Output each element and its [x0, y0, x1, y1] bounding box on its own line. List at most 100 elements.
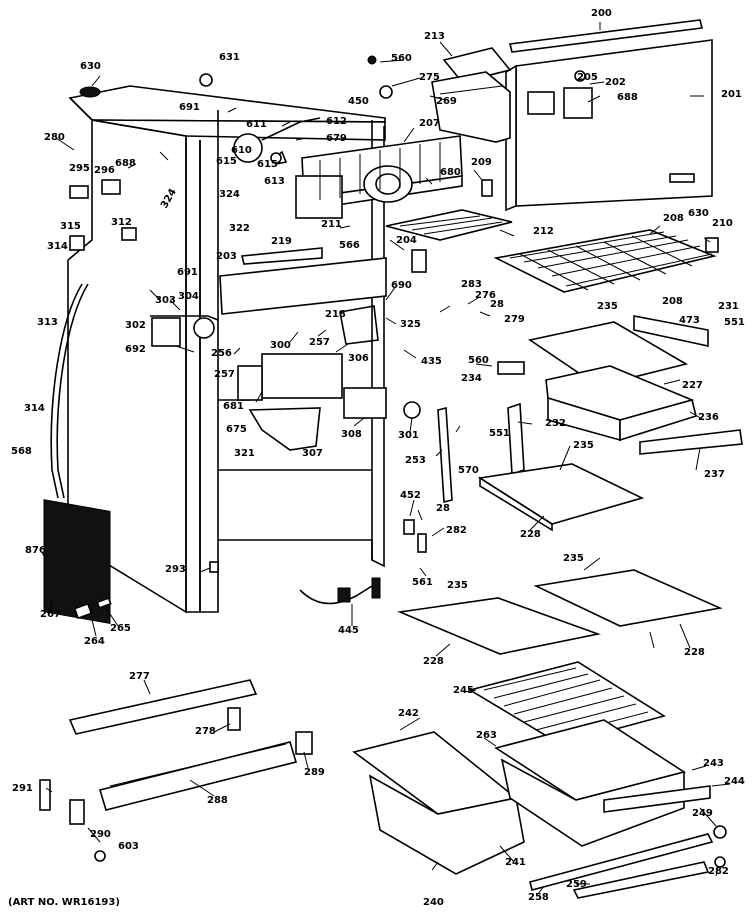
callout-275: 275 — [419, 72, 440, 83]
fan-motor — [233, 117, 321, 165]
callout-473: 473 — [679, 315, 700, 326]
callout-690: 690 — [391, 280, 412, 291]
callout-615-b: 615 — [257, 159, 278, 170]
callout-570: 570 — [458, 465, 479, 476]
callout-293: 293 — [165, 564, 186, 575]
callout-691-mid: 691 — [177, 267, 198, 278]
callout-267: 267 — [40, 609, 61, 620]
callout-314-low: 314 — [24, 403, 45, 414]
callout-291: 291 — [12, 783, 33, 794]
callout-613: 613 — [264, 176, 285, 187]
callout-269: 269 — [436, 96, 457, 107]
callout-688-left: 688 — [115, 158, 136, 169]
callout-232: 232 — [545, 418, 566, 429]
callout-303: 303 — [155, 295, 176, 306]
callout-679: 679 — [326, 133, 347, 144]
callout-235-c: 235 — [447, 580, 468, 591]
callout-603: 603 — [118, 841, 139, 852]
callout-231: 231 — [718, 301, 739, 312]
callout-313: 313 — [37, 317, 58, 328]
callout-205: 205 — [577, 72, 598, 83]
callout-680: 680 — [440, 167, 461, 178]
callout-435: 435 — [421, 356, 442, 367]
callout-630-right: 630 — [688, 208, 709, 219]
callout-610: 610 — [231, 145, 252, 156]
callout-265: 265 — [110, 623, 131, 634]
callout-210: 210 — [712, 218, 733, 229]
freezer-shelves — [385, 209, 717, 293]
callout-263: 263 — [476, 730, 497, 741]
callout-300: 300 — [270, 340, 291, 351]
callout-296: 296 — [94, 165, 115, 176]
callout-257-a: 257 — [309, 337, 330, 348]
small-hardware — [69, 55, 727, 868]
callout-243: 243 — [703, 758, 724, 769]
callout-302: 302 — [125, 320, 146, 331]
callout-631: 631 — [219, 52, 240, 63]
callout-256: 256 — [211, 348, 232, 359]
callout-283: 283 — [461, 279, 482, 290]
callout-282-mid: 282 — [446, 525, 467, 536]
callout-288: 288 — [207, 795, 228, 806]
callout-560-mid: 560 — [468, 355, 489, 366]
callout-227: 227 — [682, 380, 703, 391]
callout-630-top: 630 — [80, 61, 101, 72]
ice-trays — [431, 47, 512, 143]
callout-560: 560 — [391, 53, 412, 64]
callout-200: 200 — [591, 8, 612, 19]
callout-201: 201 — [721, 89, 742, 100]
callout-228-c: 228 — [684, 647, 705, 658]
callout-207: 207 — [419, 118, 440, 129]
callout-28-low: 28 — [436, 503, 450, 514]
callout-307: 307 — [302, 448, 323, 459]
callout-324-b: 324 — [219, 189, 240, 200]
callout-452: 452 — [400, 490, 421, 501]
callout-211: 211 — [321, 219, 342, 230]
callout-306: 306 — [348, 353, 369, 364]
callout-264: 264 — [84, 636, 105, 647]
callout-675: 675 — [226, 424, 247, 435]
callout-876: 876 — [25, 545, 46, 556]
callout-235-b: 235 — [573, 440, 594, 451]
callout-295: 295 — [69, 163, 90, 174]
control-housing — [150, 247, 421, 451]
callout-208-bottom: 208 — [662, 296, 683, 307]
callout-315: 315 — [60, 221, 81, 232]
callout-445: 445 — [338, 625, 359, 636]
callout-209: 209 — [471, 157, 492, 168]
callout-259: 259 — [566, 879, 587, 890]
callout-245: 245 — [453, 685, 474, 696]
callout-308: 308 — [341, 429, 362, 440]
callout-212: 212 — [533, 226, 554, 237]
callout-322: 322 — [229, 223, 250, 234]
callout-282-bottom: 282 — [708, 866, 729, 877]
callout-561: 561 — [412, 577, 433, 588]
callout-213: 213 — [424, 31, 445, 42]
callout-219: 219 — [271, 236, 292, 247]
callout-312: 312 — [111, 217, 132, 228]
callout-551-right: 551 — [724, 317, 745, 328]
callout-253: 253 — [405, 455, 426, 466]
callout-611: 611 — [246, 119, 267, 130]
callout-325: 325 — [400, 319, 421, 330]
callout-280: 280 — [44, 132, 65, 143]
callout-249: 249 — [692, 808, 713, 819]
callout-203: 203 — [216, 251, 237, 262]
cabinet — [43, 85, 386, 624]
callout-568: 568 — [11, 446, 32, 457]
callout-228-a: 228 — [520, 529, 541, 540]
callout-691: 691 — [179, 102, 200, 113]
leader-lines — [41, 22, 731, 895]
callout-204: 204 — [396, 235, 417, 246]
art-number: (ART NO. WR16193) — [8, 897, 120, 908]
callout-241: 241 — [505, 857, 526, 868]
callout-279: 279 — [504, 314, 525, 325]
callout-257-b: 257 — [214, 369, 235, 380]
callout-228-b: 228 — [423, 656, 444, 667]
front-grille-parts — [39, 597, 313, 825]
callout-688: 688 — [617, 92, 638, 103]
callout-242: 242 — [398, 708, 419, 719]
callout-235-a: 235 — [597, 301, 618, 312]
